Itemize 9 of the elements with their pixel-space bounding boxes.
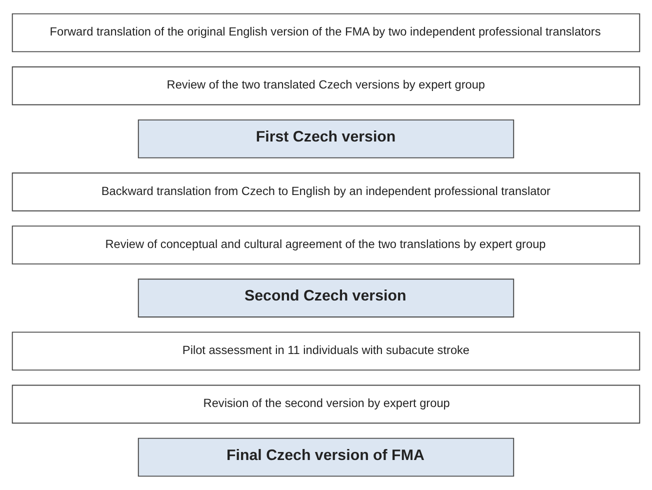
node-box: Final Czech version of FMA <box>138 438 514 477</box>
node-box: Second Czech version <box>138 278 514 318</box>
node-box: Forward translation of the original English version of the FMA by two independent professional translators <box>12 13 640 52</box>
node-box: Pilot assessment in 11 individuals with subacute stroke <box>12 332 640 371</box>
node-box: First Czech version <box>138 119 514 158</box>
node-box: Review of the two translated Czech versions by expert group <box>12 66 640 106</box>
node-box: Review of conceptual and cultural agreement of the two translations by expert group <box>12 226 640 264</box>
node-box: Backward translation from Czech to English by an independent professional translator <box>12 172 640 212</box>
node-box: Revision of the second version by expert group <box>12 384 640 424</box>
